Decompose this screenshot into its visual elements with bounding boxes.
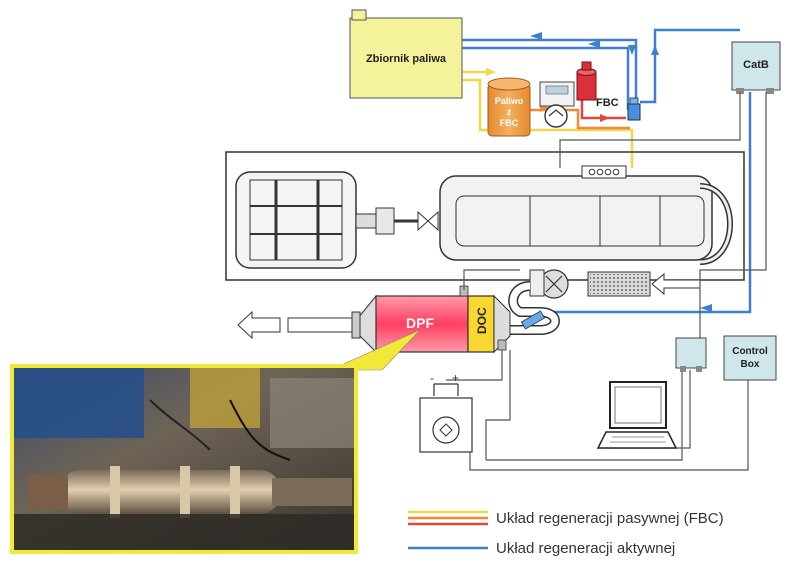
power-supply: - + — [419, 371, 473, 453]
red-line-fbc — [580, 98, 626, 120]
blue-line-tank-top — [462, 38, 638, 110]
sensor-module — [675, 337, 707, 372]
control-box-label-1: Control — [732, 346, 768, 357]
legend-passive: Układ regeneracji pasywnej (FBC) — [408, 510, 724, 527]
doc-label: DOC — [475, 307, 489, 334]
arrow-right-red — [600, 114, 610, 122]
dpf-label: DPF — [406, 315, 434, 331]
fbc-label: FBC — [596, 97, 619, 109]
blue-line-tank-second — [462, 46, 630, 110]
fbc-additive-tank: FBC — [576, 61, 619, 109]
fuel-tank: Zbiornik paliwa — [349, 9, 463, 99]
intercooler — [587, 271, 651, 297]
coupling-shaft — [355, 207, 439, 235]
legend: Układ regeneracji pasywnej (FBC) Układ r… — [408, 510, 724, 557]
engine-test-bench — [225, 151, 745, 299]
pump-icon — [544, 104, 568, 128]
intake-arrow — [651, 272, 701, 296]
arrow-left-top — [530, 32, 542, 40]
dynamometer — [235, 171, 357, 269]
arrow-left-second — [588, 40, 600, 48]
laptop-icon — [596, 381, 678, 449]
yellow-line-under-tank — [462, 78, 634, 168]
battery-plus-label: + — [452, 371, 459, 385]
arrow-up-catb — [651, 45, 659, 55]
blue-line-catb-to-exhaust — [545, 92, 752, 314]
blue-line-to-catb — [640, 28, 740, 104]
photo-callout — [10, 329, 421, 554]
fbc-tank-label-1: Paliwo — [495, 96, 524, 106]
fuel-tank-label: Zbiornik paliwa — [366, 53, 447, 65]
control-box: Control Box — [723, 335, 777, 381]
active-regeneration-lines — [462, 28, 752, 323]
dpf-photo — [14, 368, 354, 550]
exhaust-pipe — [508, 281, 560, 335]
blue-valve — [627, 97, 641, 121]
control-box-label-2: Box — [741, 359, 760, 370]
blue-flow-arrows — [530, 32, 712, 312]
catb-label: CatB — [743, 59, 769, 71]
doc-body — [467, 295, 495, 353]
legend-active: Układ regeneracji aktywnej — [408, 540, 675, 557]
arrow-down-right — [628, 45, 636, 55]
legend-active-label: Układ regeneracji aktywnej — [496, 540, 675, 557]
dpf-doc-assembly: DPF DOC — [237, 285, 511, 354]
legend-passive-label: Układ regeneracji pasywnej (FBC) — [496, 510, 724, 527]
turbocharger — [529, 269, 569, 299]
fbc-fuel-tank: Paliwo z FBC — [487, 77, 531, 137]
power-supply-icon — [432, 416, 460, 444]
passive-regeneration-lines — [462, 70, 634, 168]
arrow-right-yellow — [486, 68, 496, 76]
arrow-left-exhaust — [700, 304, 712, 312]
fbc-tank-label-3: FBC — [500, 118, 519, 128]
catb-unit: CatB — [731, 41, 781, 94]
battery-minus-label: - — [430, 371, 434, 385]
exhaust-out-arrow — [237, 310, 281, 340]
fbc-tank-label-2: z — [507, 107, 512, 117]
engine-block — [439, 165, 733, 265]
control-wiring — [446, 92, 767, 471]
fbc-pump — [539, 81, 575, 128]
